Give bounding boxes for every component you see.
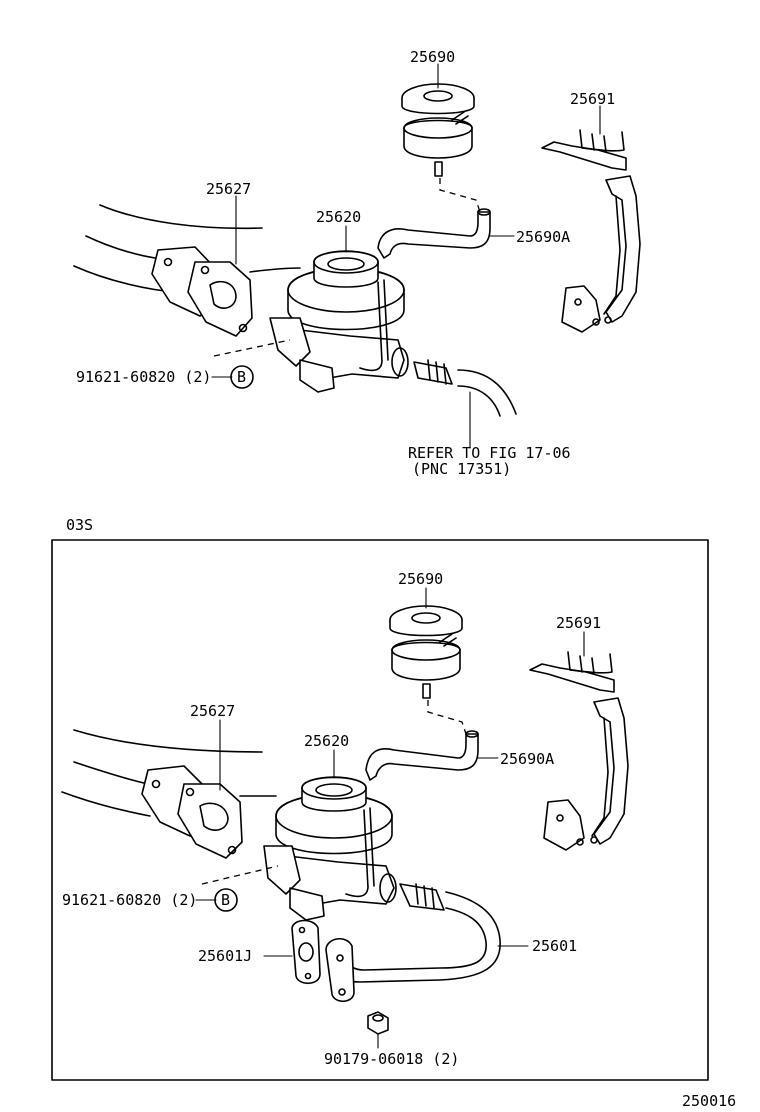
bottom-ref-b-circle — [214, 888, 238, 912]
top-modulator-25690 — [401, 83, 475, 177]
top-label-25627: 25627 — [206, 180, 251, 198]
bottom-nut-90179 — [367, 1011, 389, 1035]
bottom-label-25690A: 25690A — [500, 750, 554, 768]
bottom-label-25620: 25620 — [304, 732, 349, 750]
bottom-label-nut: 90179-06018 (2) — [324, 1050, 459, 1068]
top-label-25690: 25690 — [410, 48, 455, 66]
bottom-label-25691: 25691 — [556, 614, 601, 632]
top-label-refer-line2: (PNC 17351) — [412, 460, 511, 478]
top-label-25690A: 25690A — [516, 228, 570, 246]
top-label-25691: 25691 — [570, 90, 615, 108]
top-hose-25690A — [377, 208, 491, 259]
top-diagram: 25690 25691 25627 25620 25690A 91621-608… — [73, 48, 641, 478]
top-label-ref-b: B — [237, 368, 246, 386]
top-egr-valve-25620 — [269, 250, 409, 393]
section-frame — [51, 539, 709, 1081]
top-label-refer-line1: REFER TO FIG 17-06 — [408, 444, 571, 462]
top-bracket-25691 — [541, 129, 641, 333]
top-label-bolt: 91621-60820 (2) — [76, 368, 211, 386]
bottom-leaders — [195, 587, 585, 1049]
bottom-modulator-25690 — [389, 605, 463, 699]
bottom-label-25601: 25601 — [532, 937, 577, 955]
bottom-label-bolt: 91621-60820 (2) — [62, 891, 197, 909]
bottom-hose-25690A — [365, 730, 479, 781]
bottom-gasket-25627 — [141, 765, 243, 859]
top-gasket-25627 — [151, 246, 253, 337]
bottom-label-25690: 25690 — [398, 570, 443, 588]
bottom-pipe-25601 — [325, 883, 501, 1003]
bottom-gasket-25601J — [291, 919, 321, 985]
bottom-label-ref-b: B — [221, 891, 230, 909]
bottom-label-25627: 25627 — [190, 702, 235, 720]
figure-number: 250016 — [682, 1092, 736, 1110]
section-tag-03s: 03S — [66, 516, 93, 534]
top-label-25620: 25620 — [316, 208, 361, 226]
bottom-manifold-lines — [61, 729, 277, 817]
bottom-diagram: 25690 25691 25627 25620 25690A 91621-608… — [61, 570, 629, 1068]
top-leaders — [211, 63, 601, 449]
bottom-bracket-25691 — [529, 651, 629, 851]
bottom-label-25601J: 25601J — [198, 947, 252, 965]
top-ref-b-circle — [230, 365, 254, 389]
top-tube — [413, 359, 517, 417]
bottom-egr-valve-25620 — [263, 776, 397, 921]
